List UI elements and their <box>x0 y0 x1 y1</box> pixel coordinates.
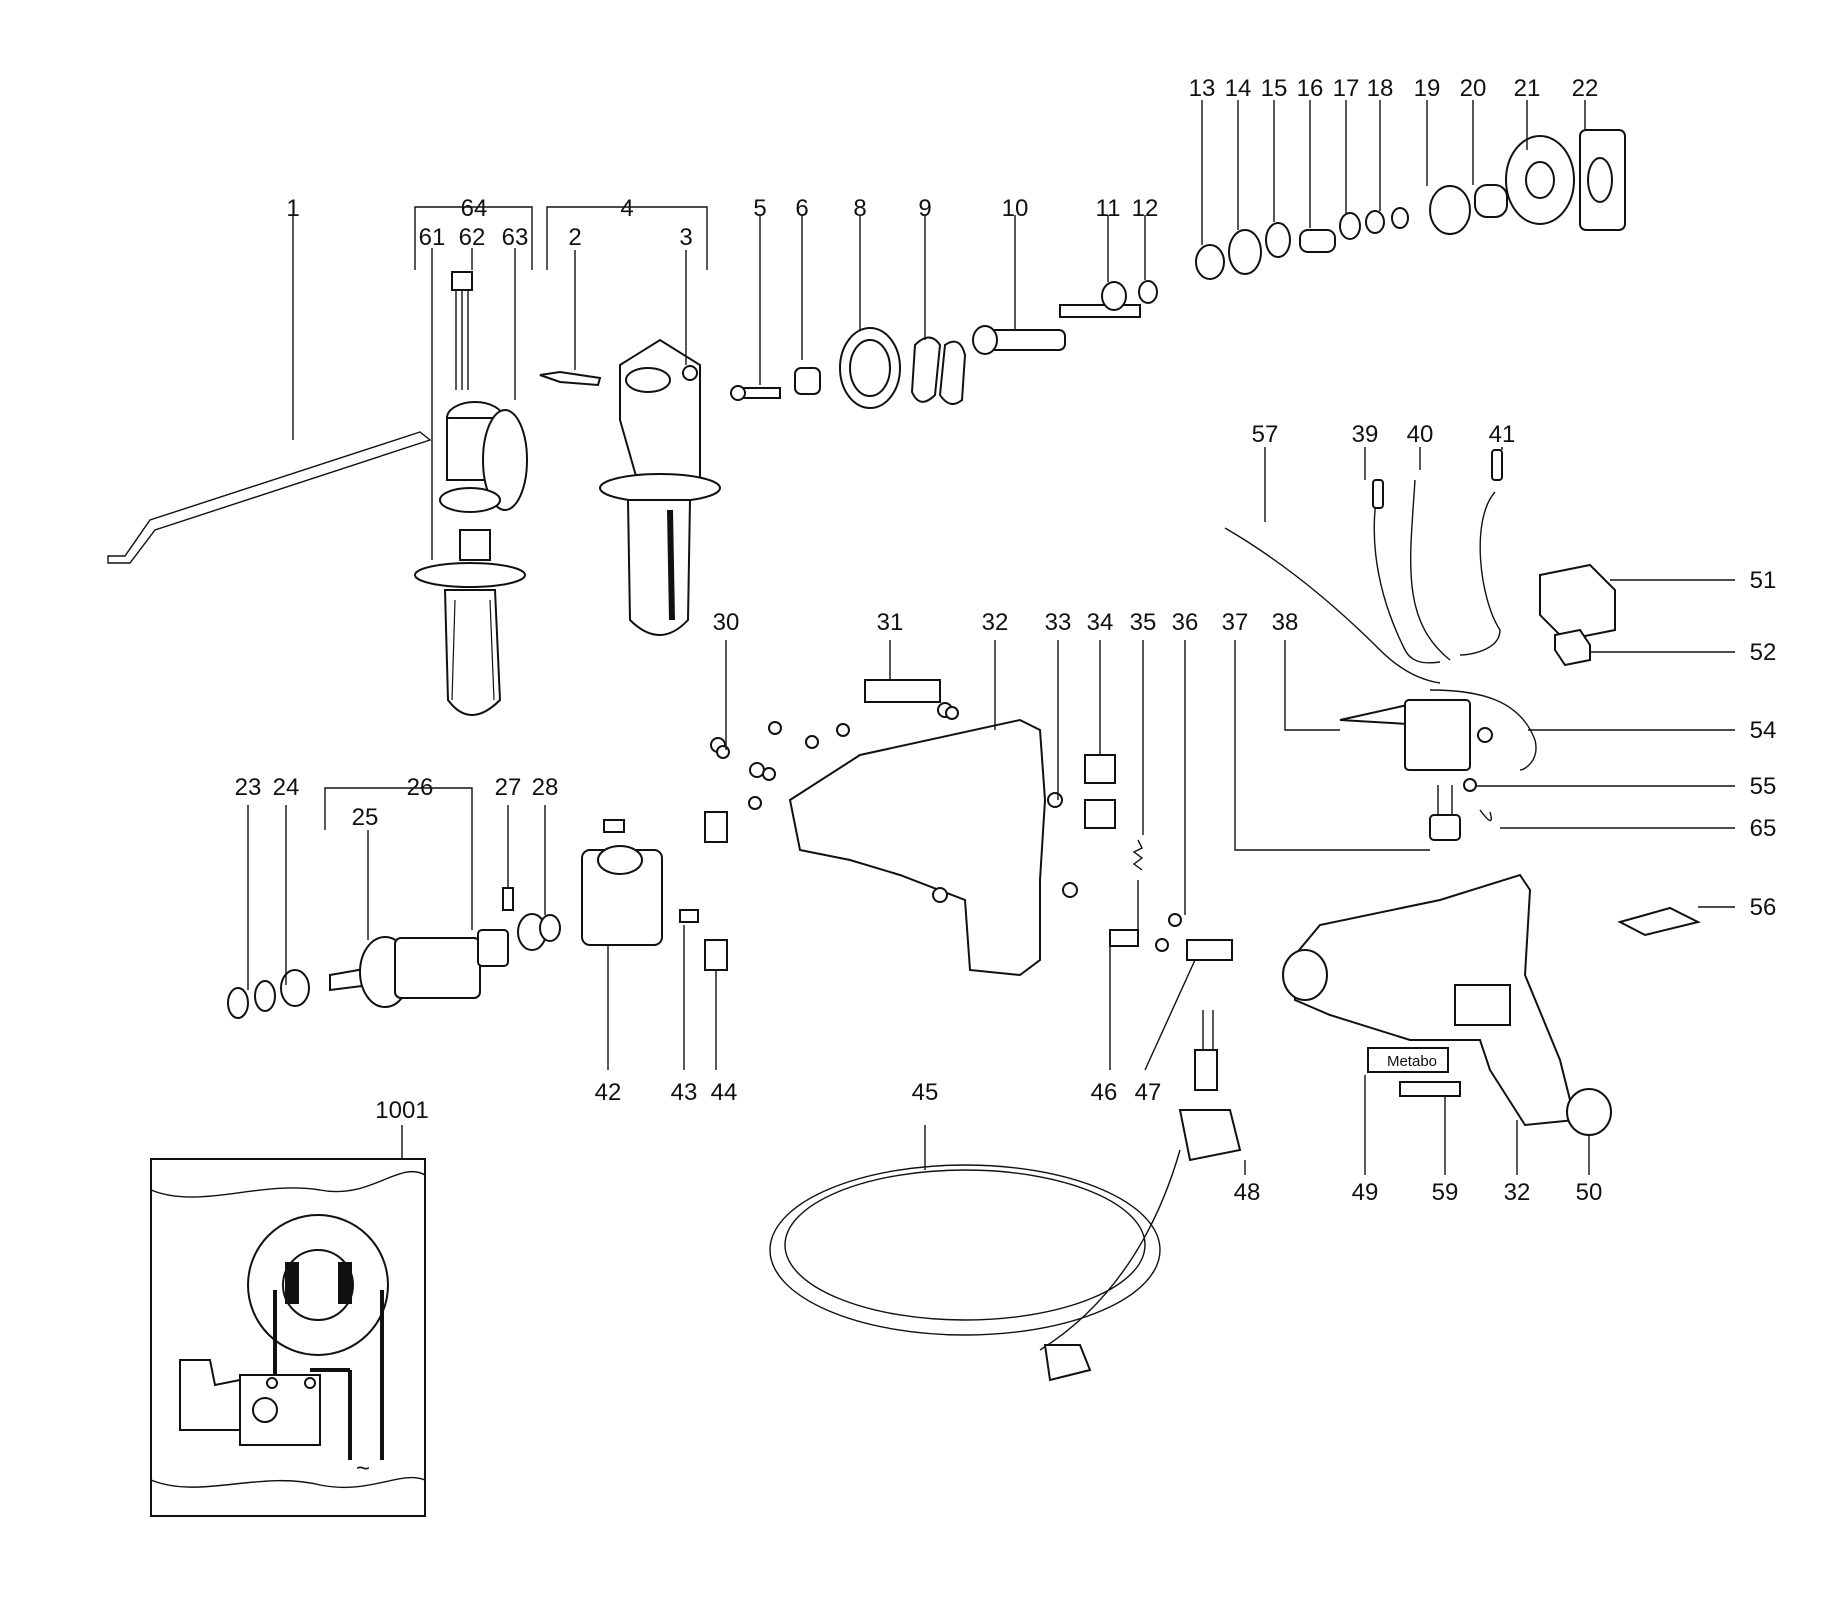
part-assembled-drill <box>1282 873 1577 1127</box>
label-41: 41 <box>1489 421 1516 448</box>
part-spring-clamp <box>1109 839 1233 961</box>
label-50: 50 <box>1576 1179 1603 1206</box>
label-52: 52 <box>1750 639 1777 666</box>
label-45: 45 <box>912 1079 939 1106</box>
label-15: 15 <box>1261 75 1288 102</box>
label-17: 17 <box>1333 75 1360 102</box>
label-63: 63 <box>502 224 529 251</box>
part-gearbox-row <box>1195 129 1626 280</box>
label-51: 51 <box>1750 567 1777 594</box>
label-32: 32 <box>982 609 1009 636</box>
part-gear-row <box>730 280 1158 409</box>
label-35: 35 <box>1130 609 1157 636</box>
label-38: 38 <box>1272 609 1299 636</box>
part-side-handle <box>539 338 721 636</box>
label-4: 4 <box>620 195 633 222</box>
part-label-56 <box>1617 906 1701 937</box>
label-23: 23 <box>235 774 262 801</box>
label-2: 2 <box>568 224 581 251</box>
label-12: 12 <box>1132 195 1159 222</box>
label-30: 30 <box>713 609 740 636</box>
label-40: 40 <box>1407 421 1434 448</box>
label-10: 10 <box>1002 195 1029 222</box>
label-22: 22 <box>1572 75 1599 102</box>
part-housing-half <box>710 679 1116 977</box>
label-24: 24 <box>273 774 300 801</box>
label-8: 8 <box>853 195 866 222</box>
part-switch <box>1339 698 1493 841</box>
label-48: 48 <box>1234 1179 1261 1206</box>
label-59: 59 <box>1432 1179 1459 1206</box>
label-37: 37 <box>1222 609 1249 636</box>
label-36: 36 <box>1172 609 1199 636</box>
label-46: 46 <box>1091 1079 1118 1106</box>
label-19: 19 <box>1414 75 1441 102</box>
wiring-diagram-panel: ~ <box>150 1158 426 1517</box>
label-32-assembled: 32 <box>1504 1179 1531 1206</box>
label-20: 20 <box>1460 75 1487 102</box>
label-11: 11 <box>1096 195 1121 222</box>
label-39: 39 <box>1352 421 1379 448</box>
label-62: 62 <box>459 224 486 251</box>
label-55: 55 <box>1750 773 1777 800</box>
part-power-cable <box>769 1010 1242 1382</box>
wiring-ac-symbol: ~ <box>356 1455 370 1482</box>
label-1001: 1001 <box>375 1097 428 1124</box>
label-28: 28 <box>532 774 559 801</box>
label-65: 65 <box>1750 815 1777 842</box>
label-34: 34 <box>1087 609 1114 636</box>
part-brushes <box>1539 563 1616 667</box>
label-18: 18 <box>1367 75 1394 102</box>
label-56: 56 <box>1750 894 1777 921</box>
label-42: 42 <box>595 1079 622 1106</box>
part-number-labels: 1 2 3 4 5 6 8 9 10 11 12 13 14 15 16 17 … <box>235 75 1777 1206</box>
leader-lines <box>247 100 1735 1175</box>
label-33: 33 <box>1045 609 1072 636</box>
label-49: 49 <box>1352 1179 1379 1206</box>
label-26: 26 <box>407 774 434 801</box>
label-61: 61 <box>419 224 446 251</box>
label-14: 14 <box>1225 75 1252 102</box>
label-47: 47 <box>1135 1079 1162 1106</box>
label-25: 25 <box>352 804 379 831</box>
label-6: 6 <box>795 195 808 222</box>
part-depth-rod <box>107 431 432 564</box>
label-5: 5 <box>753 195 766 222</box>
label-21: 21 <box>1514 75 1541 102</box>
brand-plate-text: Metabo <box>1387 1053 1437 1070</box>
part-screws <box>716 706 959 810</box>
part-field-coil <box>581 811 728 971</box>
part-armature <box>227 887 561 1019</box>
part-nameplate: Metabo <box>1367 1047 1612 1136</box>
part-aux-handle-assembly <box>414 271 528 716</box>
label-64: 64 <box>461 195 488 222</box>
label-1: 1 <box>286 195 299 222</box>
label-44: 44 <box>711 1079 738 1106</box>
label-27: 27 <box>495 774 522 801</box>
label-9: 9 <box>918 195 931 222</box>
label-43: 43 <box>671 1079 698 1106</box>
label-54: 54 <box>1750 717 1777 744</box>
label-16: 16 <box>1297 75 1324 102</box>
label-31: 31 <box>877 609 904 636</box>
label-57: 57 <box>1252 421 1279 448</box>
label-3: 3 <box>679 224 692 251</box>
label-13: 13 <box>1189 75 1216 102</box>
